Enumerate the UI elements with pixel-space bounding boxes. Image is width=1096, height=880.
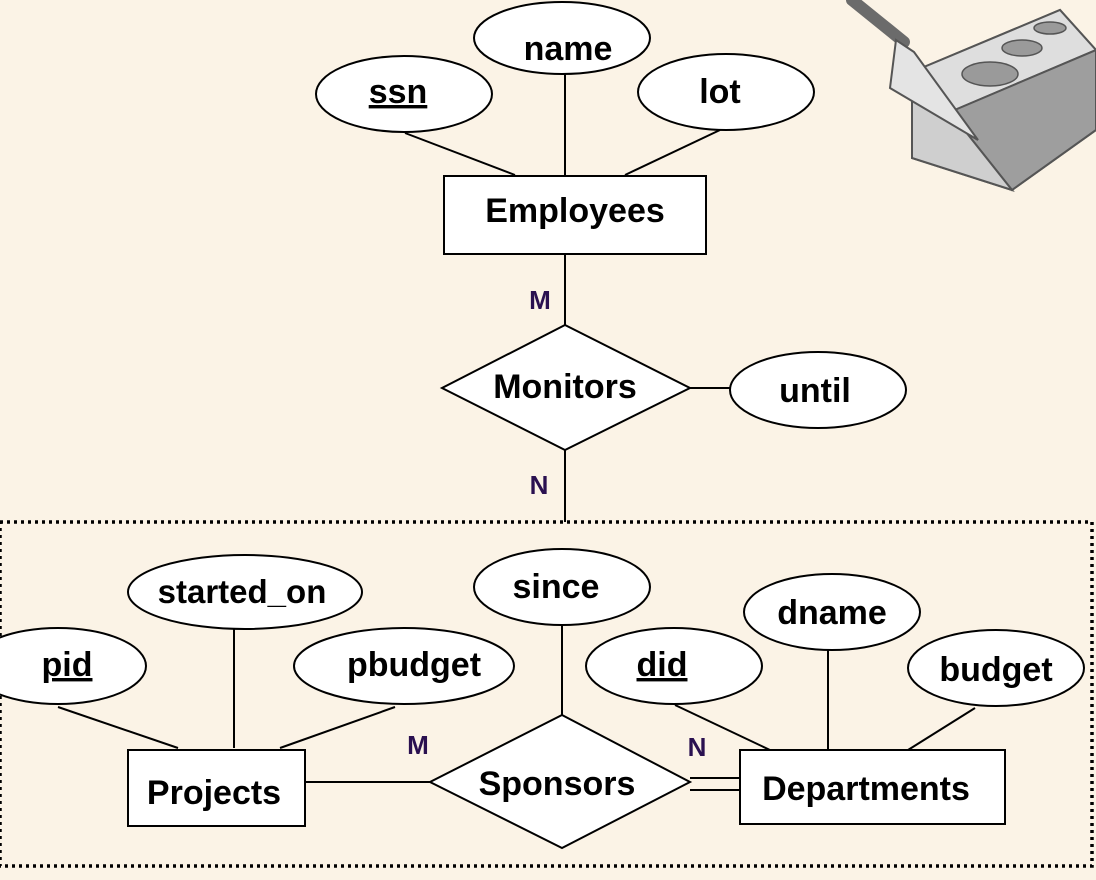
- attribute-pbudget[interactable]: pbudget: [293, 627, 515, 705]
- attribute-started-on-label: started_on: [158, 573, 327, 610]
- attribute-since[interactable]: since: [473, 548, 651, 626]
- attribute-name[interactable]: name: [473, 1, 651, 75]
- entity-employees[interactable]: Employees: [443, 175, 707, 255]
- cardinality-monitors-aggregate: N: [530, 470, 549, 500]
- attribute-until[interactable]: until: [729, 351, 907, 429]
- attribute-budget[interactable]: budget: [907, 629, 1085, 707]
- attribute-pid-label: pid: [42, 646, 93, 684]
- entity-employees-label: Employees: [485, 192, 665, 230]
- attribute-until-label: until: [779, 372, 851, 410]
- attribute-pbudget-label: pbudget: [347, 646, 481, 684]
- attribute-started-on[interactable]: started_on: [127, 554, 363, 630]
- attribute-did-label: did: [637, 646, 688, 684]
- cardinality-employees-monitors: M: [529, 285, 551, 315]
- attribute-did[interactable]: did: [585, 627, 763, 705]
- attribute-ssn[interactable]: ssn: [315, 55, 493, 133]
- relationship-monitors-label: Monitors: [493, 368, 637, 406]
- attribute-lot-label: lot: [699, 73, 741, 111]
- attribute-budget-label: budget: [939, 651, 1052, 689]
- entity-projects[interactable]: Projects: [127, 749, 306, 827]
- relationship-sponsors[interactable]: Sponsors: [427, 713, 693, 850]
- attribute-ssn-label: ssn: [369, 73, 428, 111]
- attribute-lot[interactable]: lot: [637, 53, 815, 131]
- relationship-monitors[interactable]: Monitors: [439, 323, 693, 452]
- entity-departments[interactable]: Departments: [739, 749, 1006, 825]
- cardinality-projects-sponsors: M: [407, 730, 429, 760]
- attribute-since-label: since: [513, 568, 600, 606]
- entity-projects-label: Projects: [147, 774, 281, 812]
- connector-lines: [57, 70, 976, 791]
- entity-departments-label: Departments: [762, 770, 970, 808]
- attribute-name-label: name: [524, 30, 613, 68]
- aggregation-box: [0, 520, 1094, 868]
- attribute-dname-label: dname: [777, 594, 887, 632]
- attribute-dname[interactable]: dname: [743, 573, 921, 651]
- attribute-pid[interactable]: pid: [0, 627, 147, 705]
- cardinality-sponsors-departments: N: [688, 732, 707, 762]
- relationship-sponsors-label: Sponsors: [479, 765, 636, 803]
- database-tool-icon: [846, 0, 1096, 192]
